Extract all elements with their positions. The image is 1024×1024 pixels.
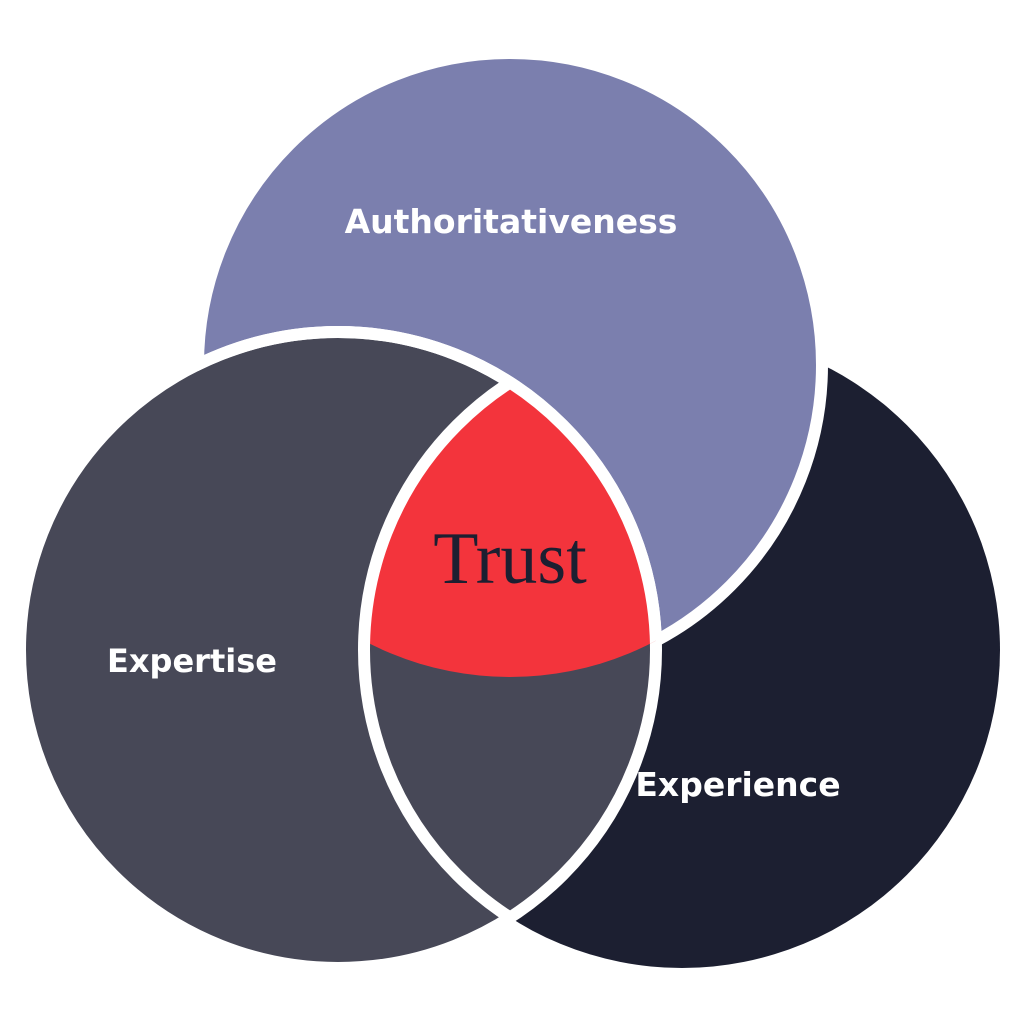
authoritativeness-label: Authoritativeness [345, 202, 678, 241]
trust-label: Trust [433, 518, 587, 600]
experience-label: Experience [635, 765, 840, 804]
trust-separator-bottom [358, 332, 656, 968]
expertise-label: Expertise [107, 642, 277, 680]
trust-region [364, 332, 656, 677]
